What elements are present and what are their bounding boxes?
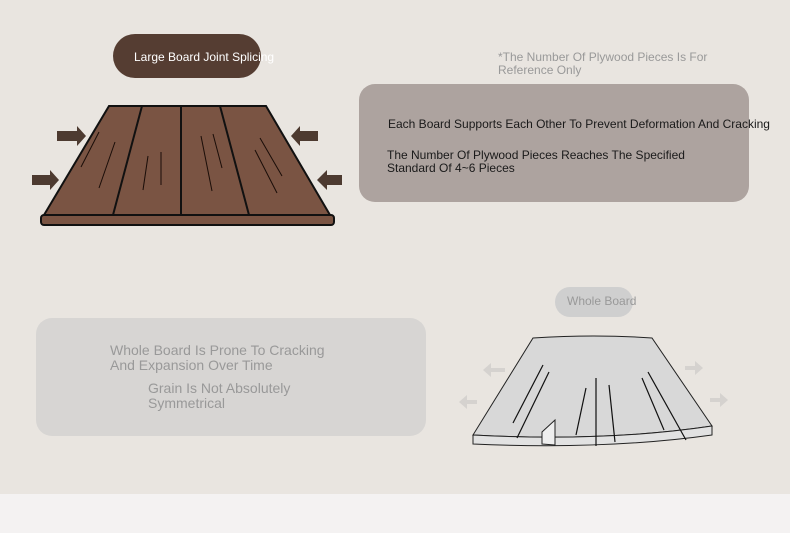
arrow-left-icon — [459, 395, 477, 409]
splice-label: Large Board Joint Splicing — [134, 50, 275, 64]
reference-note: *The Number Of Plywood Pieces Is For Ref… — [498, 50, 708, 77]
arrow-left-icon — [483, 363, 505, 377]
arrow-left-icon — [317, 170, 342, 190]
arrow-right-icon — [710, 393, 728, 407]
splice-label-pill — [113, 34, 261, 78]
issues-box — [36, 318, 426, 436]
benefit-text: Each Board Supports Each Other To Preven… — [388, 117, 770, 131]
benefits-box — [359, 84, 749, 202]
benefit-text: The Number Of Plywood Pieces Reaches The… — [387, 148, 685, 175]
whole-board-label-pill — [555, 287, 633, 317]
arrow-left-icon — [291, 126, 318, 146]
whole-board-illustration — [459, 335, 728, 447]
issue-text: Whole Board Is Prone To Cracking And Exp… — [110, 342, 325, 373]
whole-board-label: Whole Board — [567, 294, 637, 308]
issue-text: Grain Is Not Absolutely Symmetrical — [148, 380, 291, 411]
spliced-board-illustration — [32, 105, 342, 226]
arrow-right-icon — [57, 126, 86, 146]
arrow-right-icon — [685, 361, 703, 375]
arrow-right-icon — [32, 170, 59, 190]
footer-band — [0, 494, 790, 533]
